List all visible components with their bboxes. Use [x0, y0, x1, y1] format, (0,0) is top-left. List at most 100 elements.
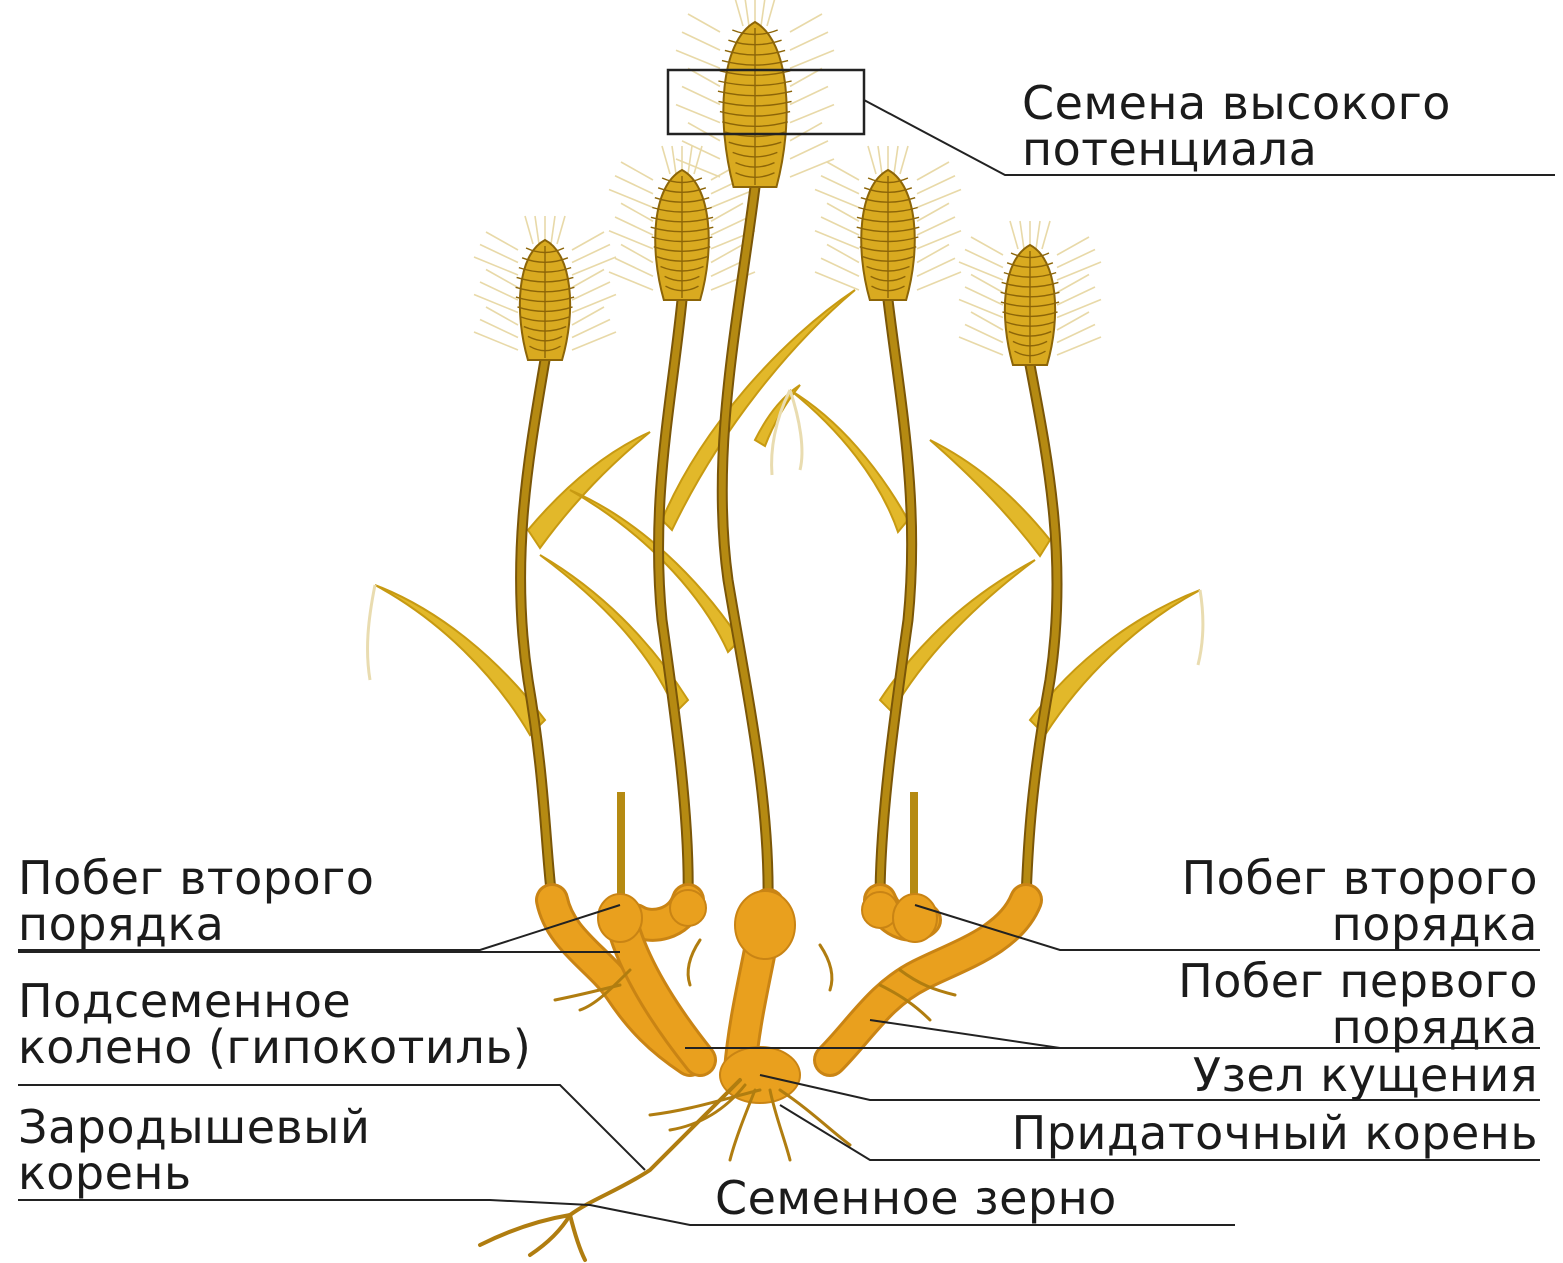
- label-shoot-second-left-line1: Побег второго: [18, 855, 374, 901]
- leaf-tip-1: [368, 585, 375, 680]
- awn-left-3-7: [682, 141, 720, 159]
- awn-right-3-5: [790, 105, 834, 123]
- label-hypocotyl: Подсеменное колено (гипокотиль): [18, 978, 531, 1070]
- awn-right-4-1: [917, 176, 955, 194]
- awn-top-1-4: [557, 216, 565, 244]
- awn-left-2-7: [615, 258, 653, 276]
- awn-top-3-1: [745, 0, 749, 26]
- awn-top-2-0: [662, 146, 670, 174]
- label-seeds-line2: потенциала: [1022, 126, 1451, 172]
- leaves: [368, 290, 1203, 735]
- awn-left-2-2: [609, 190, 653, 208]
- label-hypocotyl-line2: колено (гипокотиль): [18, 1024, 531, 1070]
- awn-right-4-5: [917, 231, 961, 249]
- sheath-stub-right: [910, 792, 918, 902]
- awn-right-3-4: [790, 87, 828, 105]
- awn-left-3-5: [676, 105, 720, 123]
- awn-left-5-0: [971, 237, 1003, 255]
- awn-top-3-0: [735, 0, 743, 26]
- awn-top-5-4: [1042, 221, 1050, 249]
- awn-right-2-8: [711, 272, 755, 290]
- label-adventitious-root: Придаточный корень: [1012, 1110, 1538, 1156]
- awn-right-4-8: [917, 272, 961, 290]
- label-seed-grain-text: Семенное зерно: [715, 1175, 1117, 1221]
- awn-left-4-8: [815, 272, 859, 290]
- awn-left-4-4: [821, 217, 859, 235]
- label-seed-grain: Семенное зерно: [715, 1175, 1117, 1221]
- label-shoot-second-order-left: Побег второго порядка: [18, 855, 374, 947]
- awn-right-4-4: [917, 217, 955, 235]
- stems: [521, 187, 1058, 905]
- label-seeds-high-potential: Семена высокого потенциала: [1022, 80, 1451, 172]
- tillering-base: [552, 890, 1026, 1103]
- awn-right-3-7: [790, 141, 828, 159]
- awn-top-4-1: [878, 146, 882, 174]
- label-shoot-first-line1: Побег первого: [1178, 958, 1538, 1004]
- label-shoot-second-left-line2: порядка: [18, 901, 374, 947]
- awn-left-4-2: [815, 190, 859, 208]
- awn-right-3-2: [790, 50, 834, 68]
- awn-left-2-8: [609, 272, 653, 290]
- awn-top-5-1: [1020, 221, 1024, 249]
- label-shoot-second-right-line2: порядка: [1182, 901, 1538, 947]
- tiller-node-2: [670, 890, 706, 926]
- leaf-8: [662, 290, 855, 530]
- wheat-ears: [516, 22, 1060, 365]
- leaf-10: [755, 385, 800, 446]
- label-shoot-second-order-right: Побег второго порядка: [1182, 855, 1538, 947]
- label-shoot-second-right-line1: Побег второго: [1182, 855, 1538, 901]
- root-12: [688, 940, 700, 985]
- awn-top-4-0: [868, 146, 876, 174]
- tiller-node-3: [735, 891, 795, 959]
- awn-left-2-1: [615, 176, 653, 194]
- awn-top-2-3: [688, 146, 692, 174]
- awn-right-4-7: [917, 258, 955, 276]
- root-9: [650, 1090, 760, 1115]
- leaf-tip-4: [790, 390, 802, 470]
- awn-left-3-6: [688, 123, 720, 141]
- awn-left-2-4: [615, 217, 653, 235]
- root-8: [780, 1090, 850, 1145]
- sheath-stub-left: [617, 792, 625, 902]
- leaf-4: [930, 440, 1050, 556]
- awn-top-1-1: [535, 216, 539, 244]
- label-shoot-first-line2: порядка: [1178, 1004, 1538, 1050]
- awn-left-4-7: [821, 258, 859, 276]
- awn-right-5-0: [1057, 237, 1089, 255]
- awn-top-3-3: [761, 0, 765, 26]
- awn-top-5-0: [1010, 221, 1018, 249]
- stem-5: [1026, 365, 1057, 900]
- awn-left-4-0: [827, 162, 859, 180]
- label-tillering-node: Узел кущения: [1193, 1052, 1538, 1098]
- label-hypocotyl-line1: Подсеменное: [18, 978, 531, 1024]
- tiller-node-5: [893, 894, 937, 942]
- label-germinal-root-line1: Зародышевый: [18, 1104, 370, 1150]
- label-adventitious-root-text: Придаточный корень: [1012, 1110, 1538, 1156]
- leaf-9: [790, 390, 908, 532]
- awn-right-3-1: [790, 32, 828, 50]
- root-3: [570, 1215, 585, 1260]
- label-tillering-node-text: Узел кущения: [1193, 1052, 1538, 1098]
- awn-top-4-3: [894, 146, 898, 174]
- label-germinal-root: Зародышевый корень: [18, 1104, 370, 1196]
- awn-top-2-1: [672, 146, 676, 174]
- awn-left-3-4: [682, 87, 720, 105]
- root-7: [770, 1090, 790, 1160]
- stem-2: [659, 300, 689, 900]
- awn-top-1-0: [525, 216, 533, 244]
- awn-left-2-5: [609, 231, 653, 249]
- awn-top-1-3: [551, 216, 555, 244]
- awn-left-3-0: [688, 14, 720, 32]
- awn-left-4-5: [815, 231, 859, 249]
- awn-top-5-3: [1036, 221, 1040, 249]
- leaf-tip-2: [1198, 590, 1203, 665]
- awn-left-1-0: [486, 232, 518, 250]
- awn-top-3-4: [767, 0, 775, 26]
- awn-right-3-0: [790, 14, 822, 32]
- awn-right-1-0: [572, 232, 604, 250]
- awn-left-4-1: [821, 176, 859, 194]
- awn-right-4-0: [917, 162, 949, 180]
- awn-right-3-6: [790, 123, 822, 141]
- awn-left-3-1: [682, 32, 720, 50]
